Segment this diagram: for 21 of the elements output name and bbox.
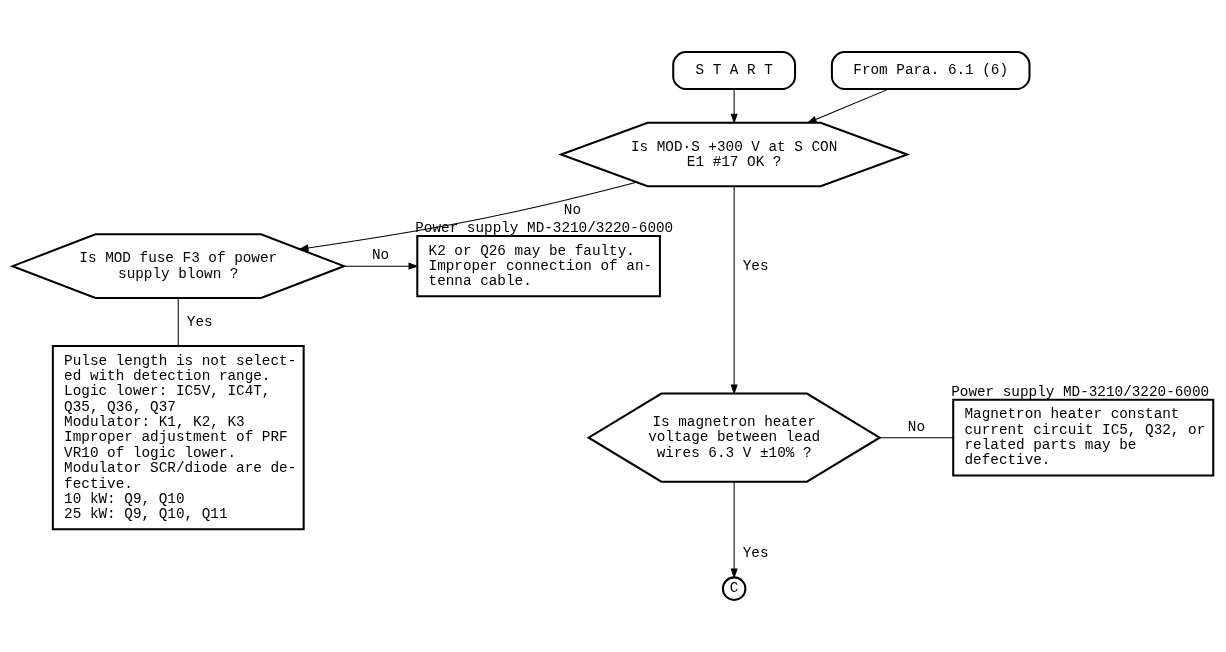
arrow [730,185,738,395]
edge-label: Yes [186,313,213,330]
connector [177,297,179,347]
node-box: S T A R T [672,51,797,90]
node-box: Pulse length is not select- ed with detection range. Logic lower: IC5V, IC4T, Q35, Q36, Q37 Modulator: K1, K2, K3 Improper adjustment of PRF VR10 of logic lower. Modulator SCR/diode are de- fective. 10 kW: Q9, Q10 25 kW: Q9, Q10, Q11 [51,345,305,531]
node-box: Magnetron heater constant current circuit IC5, Q32, or related parts may be defective. [952,398,1215,477]
edge-label: No [371,247,390,264]
arrow [730,481,738,579]
arrow [343,262,419,270]
edge-label: No [907,418,925,435]
arrow [806,88,890,124]
node-box: From Para. 6.1 (6) [830,51,1031,90]
arrow [730,88,738,125]
edge-label: No [563,202,581,219]
node-label: Power supply MD-3210/3220-6000 [951,383,1210,400]
edge-label: Yes [742,257,769,274]
node-box: K2 or Q26 may be faulty. Improper connection of an- tenna cable. [416,234,661,298]
edge-label: Yes [742,545,769,562]
arrow [298,181,638,252]
node-circle: C [721,576,747,601]
connector [879,437,954,439]
